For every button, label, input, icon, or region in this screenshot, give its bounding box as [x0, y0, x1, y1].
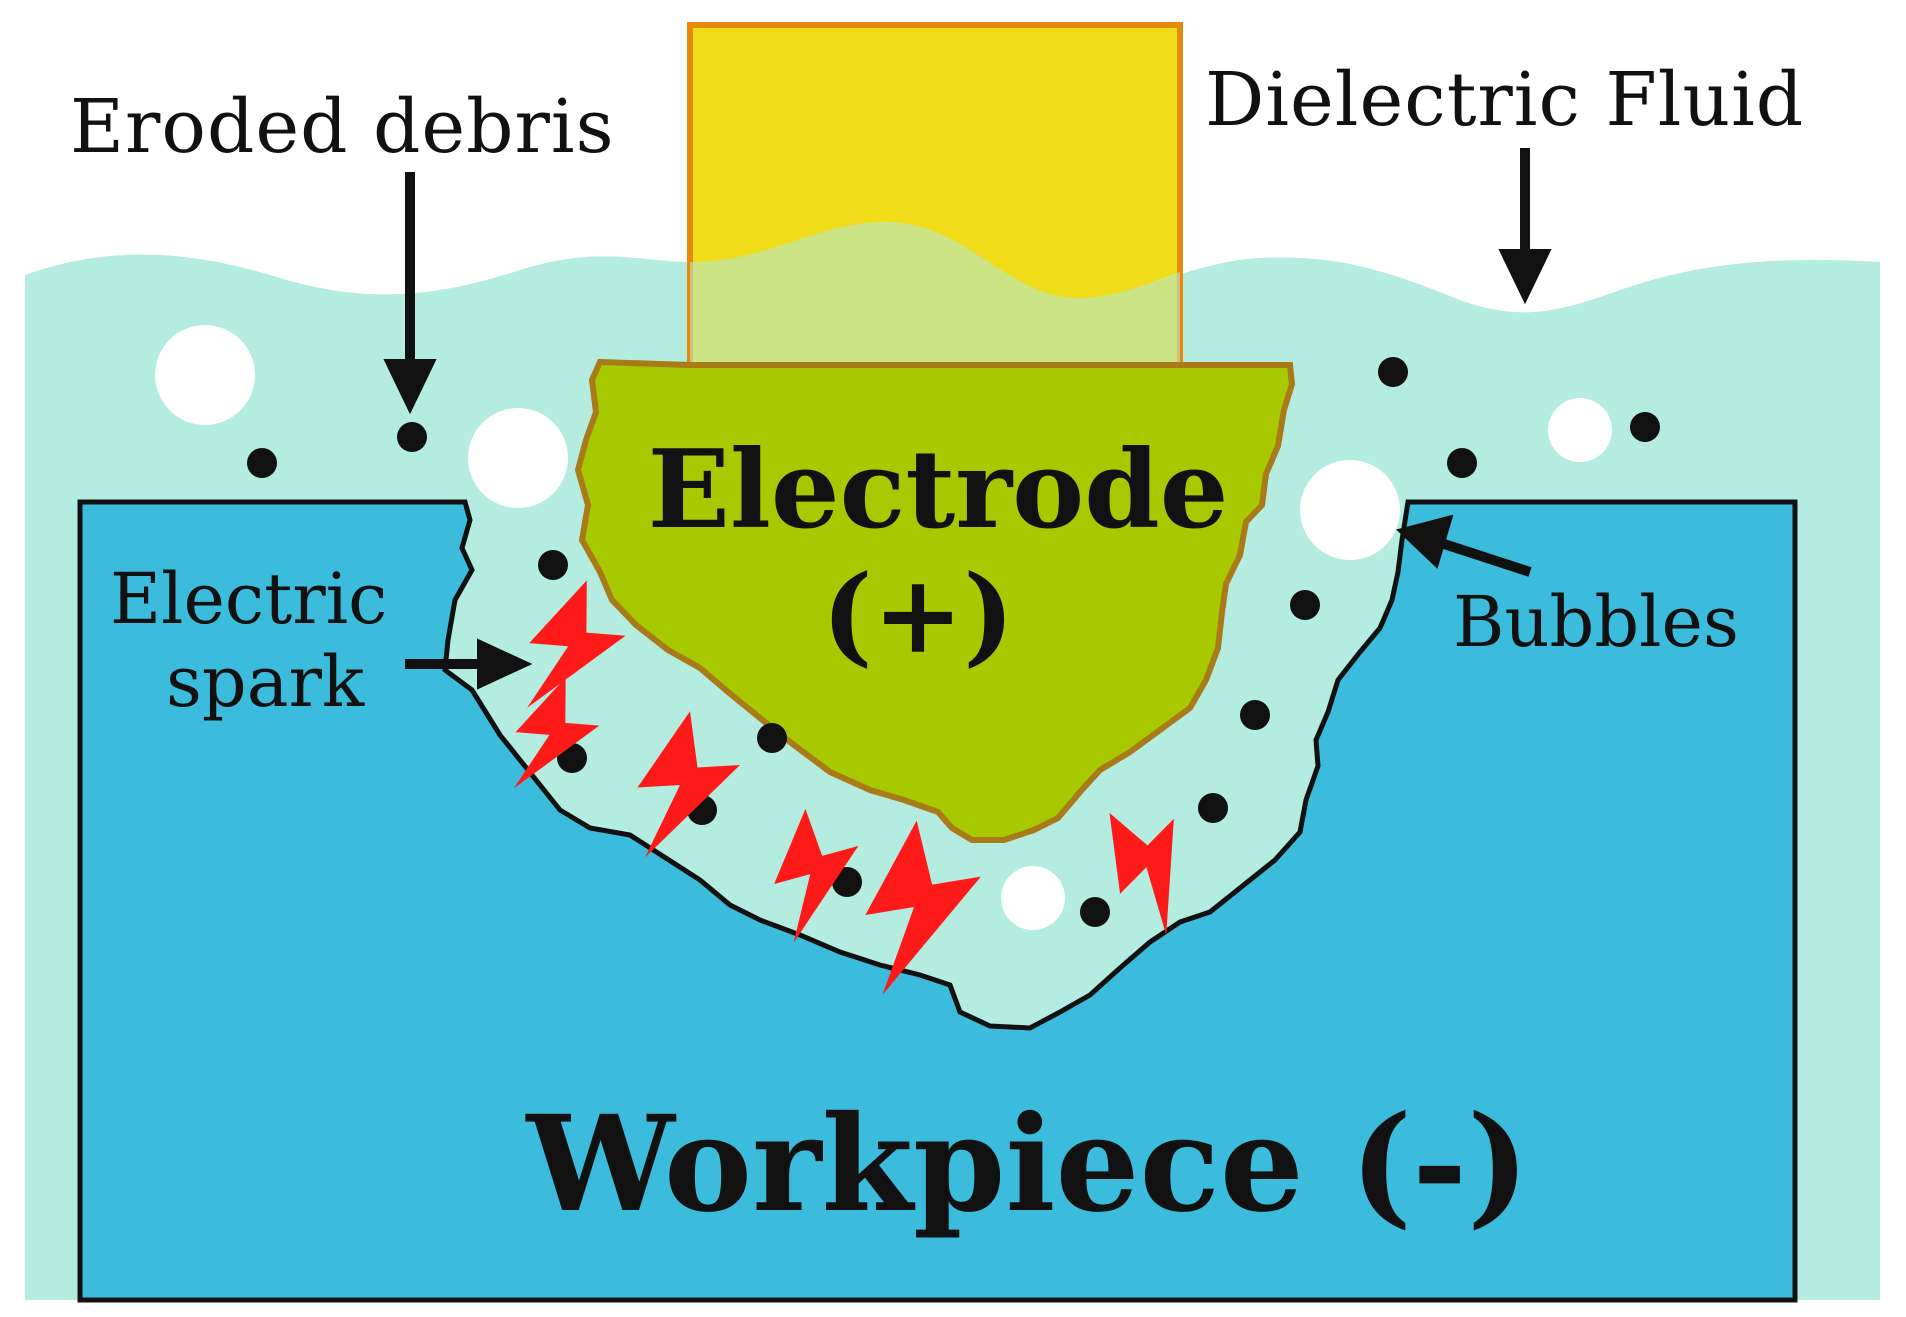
debris-group — [247, 357, 1660, 927]
debris-dot-icon — [1198, 793, 1228, 823]
bubbles-arrow-icon — [1396, 514, 1532, 577]
arrows-group — [383, 148, 1552, 690]
debris-dot-icon — [832, 867, 862, 897]
electric-spark-label-line1: Electric — [110, 558, 387, 640]
debris-dot-icon — [247, 448, 277, 478]
electric-spark-label-line2: spark — [166, 641, 365, 723]
fluid-over-shank — [690, 221, 1180, 365]
debris-dot-icon — [1378, 357, 1408, 387]
debris-dot-icon — [1630, 412, 1660, 442]
bubbles-label: Bubbles — [1453, 581, 1739, 663]
workpiece-label: Workpiece (-) — [525, 1087, 1530, 1242]
eroded-debris-arrow-icon — [383, 172, 437, 415]
debris-dot-icon — [1240, 700, 1270, 730]
eroded-debris-label: Eroded debris — [70, 84, 615, 170]
debris-dot-icon — [538, 550, 568, 580]
workpiece-block — [77, 499, 1798, 1303]
bubbles-group — [155, 325, 1612, 930]
debris-dot-icon — [397, 422, 427, 452]
bubble-icon — [155, 325, 255, 425]
bubble-icon — [1548, 398, 1612, 462]
dielectric-fluid-label: Dielectric Fluid — [1205, 57, 1804, 143]
debris-dot-icon — [1447, 448, 1477, 478]
electric-spark-arrow-icon — [405, 638, 533, 690]
electrode-label: Electrode — [648, 427, 1229, 553]
bubble-icon — [1001, 866, 1065, 930]
debris-dot-icon — [1290, 590, 1320, 620]
bubble-icon — [1300, 460, 1400, 560]
electrode-tip — [574, 358, 1296, 843]
electrode-polarity-label: (+) — [822, 552, 1015, 678]
debris-dot-icon — [1080, 897, 1110, 927]
bubble-icon — [468, 408, 568, 508]
debris-dot-icon — [757, 723, 787, 753]
dielectric-fluid-arrow-icon — [1498, 148, 1552, 305]
